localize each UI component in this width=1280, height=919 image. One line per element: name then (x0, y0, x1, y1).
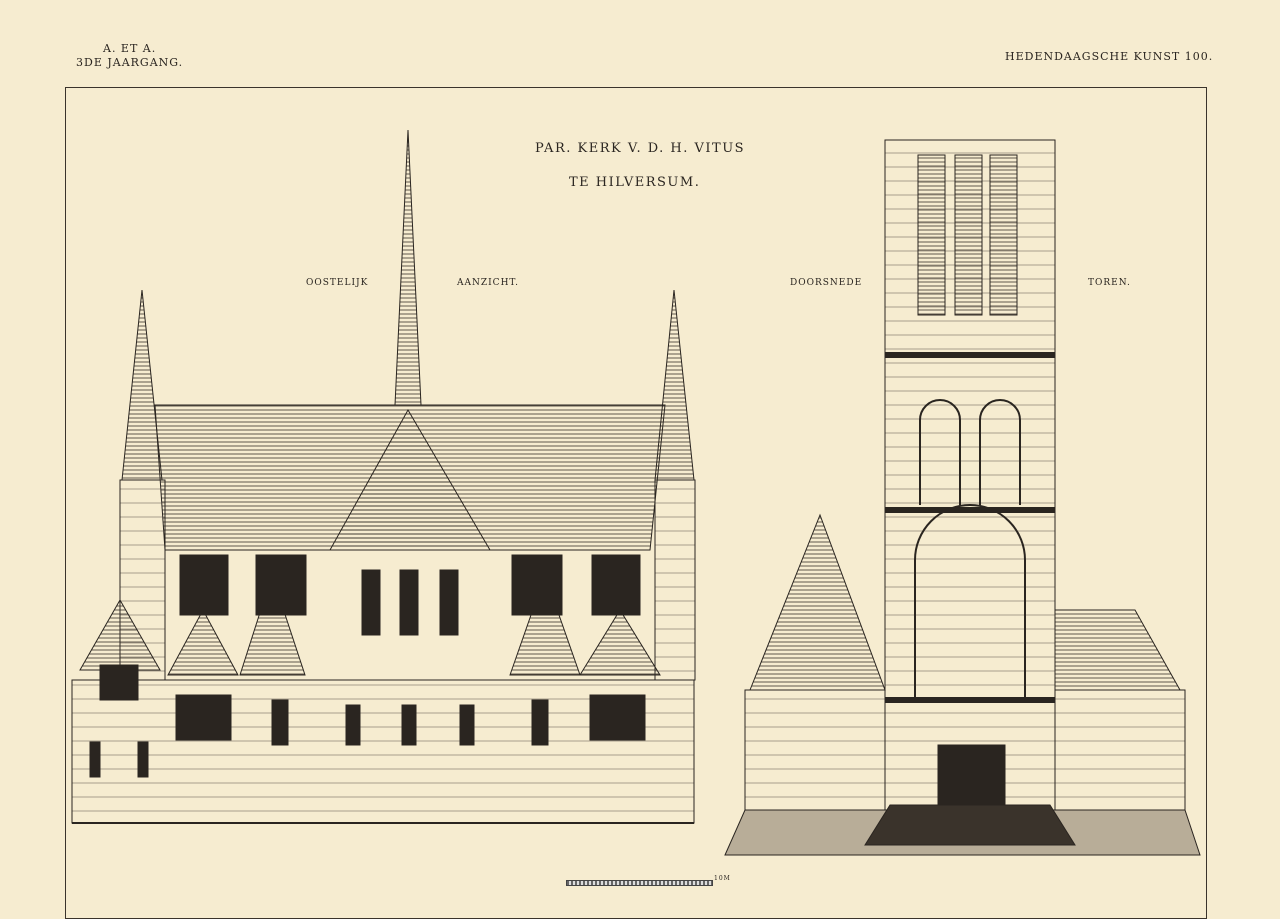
plate-subtitle: TE HILVERSUM. (569, 175, 701, 190)
tower-section (724, 139, 1201, 856)
scale-bar-label: 10M (714, 875, 731, 882)
label-doorsnede: DOORSNEDE (790, 278, 863, 288)
plate-title: PAR. KERK V. D. H. VITUS (535, 141, 746, 156)
east-elevation (71, 129, 696, 824)
label-oostelijk: OOSTELIJK (306, 278, 369, 288)
label-aanzicht: AANZICHT. (457, 278, 519, 288)
scale-bar (566, 880, 713, 886)
volume-label: 3DE JAARGANG. (76, 56, 184, 69)
plate-number: HEDENDAAGSCHE KUNST 100. (1005, 50, 1214, 63)
journal-abbrev: A. ET A. (103, 42, 157, 55)
label-toren: TOREN. (1088, 278, 1131, 288)
